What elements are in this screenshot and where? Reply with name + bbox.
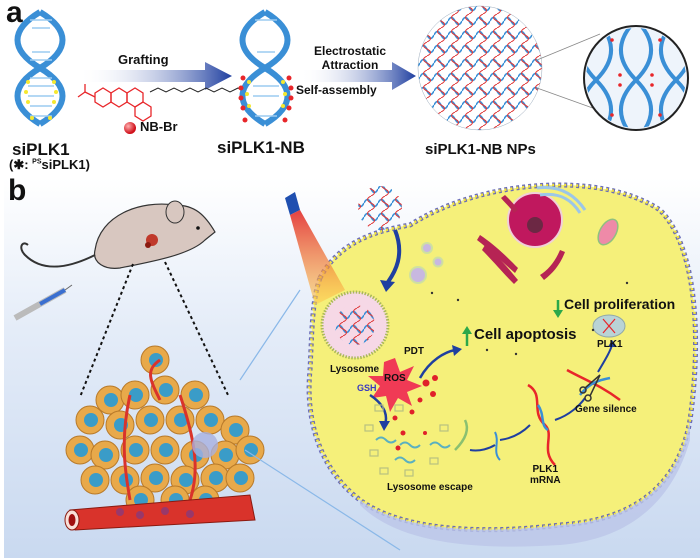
incoming-nanoparticle-icon — [358, 186, 402, 230]
sipkl1-label: siPLK1 — [12, 140, 70, 159]
lysosome-icon — [320, 290, 390, 360]
nb-br-structure-icon — [77, 84, 152, 122]
single-strand-sirna — [494, 431, 501, 461]
panel-b-letter: b — [8, 174, 27, 207]
plk1-mrna-label: PLK1 mRNA — [530, 464, 561, 486]
released-sirna — [454, 419, 469, 451]
electrostatic-line-1: Electrostatic — [313, 44, 387, 58]
tumor-vessel — [149, 358, 162, 401]
plk1-protein-icon — [592, 314, 626, 338]
lysosome-label: Lysosome — [330, 364, 380, 375]
sipkl1-note: (✱: PSsiPLK1) — [9, 157, 90, 173]
tumor-vessel — [178, 394, 197, 501]
nb-release-dots — [392, 375, 438, 451]
tumor-cell-nucleus — [74, 443, 88, 457]
linker-chain — [149, 87, 245, 93]
sipkl1-nb-label: siPLK1-NB — [217, 138, 305, 157]
tumor-cell-nucleus — [229, 423, 243, 437]
laser-light-icon — [285, 192, 345, 305]
ros-burst-icon — [368, 358, 422, 412]
nucleus-icon — [507, 192, 563, 248]
tumor-cell-nucleus — [84, 413, 98, 427]
cell-proliferation-label: Cell proliferation — [564, 296, 676, 312]
sipkl1-dna-icon — [14, 9, 66, 127]
nb-br-label: NB-Br — [140, 119, 178, 134]
nanoparticle-icon — [417, 5, 543, 131]
uptake-arrow — [386, 229, 402, 284]
grafting-arrow — [78, 62, 232, 90]
blood-vessel-icon — [64, 494, 256, 531]
gsh-label: GSH — [357, 383, 377, 393]
ros-label: ROS — [384, 373, 406, 384]
pdt-arrow — [418, 348, 456, 379]
up-arrow-icon — [462, 326, 472, 346]
tumor-cell-nucleus — [104, 393, 118, 407]
sipkl1-nb-dna-icon — [238, 9, 294, 127]
tumor-cell-nucleus — [174, 413, 188, 427]
cell-apoptosis-label: Cell apoptosis — [474, 326, 577, 343]
tumor-cell-nucleus — [179, 473, 193, 487]
zoom-dotted-line — [79, 263, 134, 398]
zoom-inset-icon — [583, 25, 689, 131]
self-assembly-label: Self-assembly — [296, 83, 377, 97]
tumor-cell-nucleus — [159, 383, 173, 397]
grafting-label: Grafting — [118, 52, 169, 67]
tumor-cell-nucleus — [244, 443, 258, 457]
nb-br-ball-icon — [124, 122, 136, 134]
scissors-icon — [579, 374, 601, 402]
lysosome-escape-label: Lysosome escape — [387, 482, 473, 493]
vesicles-icon — [409, 242, 444, 284]
gene-silence-label: Gene silence — [575, 404, 637, 415]
tumor-cell-nucleus — [99, 448, 113, 462]
plk1-mrna-line-2: mRNA — [530, 475, 561, 486]
tumor-cell-nucleus — [234, 471, 248, 485]
plk1-mrna-line-1: PLK1 — [532, 464, 559, 475]
tumor-cell-nucleus — [89, 473, 103, 487]
pdt-label: PDT — [404, 346, 424, 357]
golgi-icon — [536, 185, 587, 214]
down-arrow-icon — [553, 300, 563, 318]
mouse-icon — [20, 200, 216, 269]
tumor-cell-nucleus — [144, 413, 158, 427]
electrostatic-line-2: Attraction — [321, 58, 379, 72]
endoplasmic-reticulum-icon — [477, 195, 565, 284]
lysosome-fragments — [364, 404, 449, 477]
tumor-cell-nucleus — [204, 413, 218, 427]
tumor-cell-nucleus — [149, 471, 163, 485]
note-prefix: (✱: — [9, 157, 33, 172]
tumor-cell-nucleus — [129, 388, 143, 402]
nps-label: siPLK1-NB NPs — [425, 141, 536, 158]
tumor-cell-nucleus — [209, 471, 223, 485]
tumor-vessel — [122, 394, 132, 501]
note-suffix: siPLK1) — [41, 157, 90, 172]
electrostatic-label: Electrostatic Attraction — [300, 44, 400, 72]
plk1-protein-label: PLK1 — [597, 339, 623, 350]
tumor-cell-nucleus — [129, 443, 143, 457]
syringe-icon — [13, 284, 73, 321]
note-sup: PS — [32, 158, 42, 166]
mitochondrion-icon — [597, 218, 619, 246]
sirna-fragments — [375, 436, 451, 464]
panel-a-letter: a — [6, 0, 23, 29]
tumor-cell-nucleus — [189, 388, 203, 402]
tumor-cell-nucleus — [219, 448, 233, 462]
tumor-cell-nucleus — [149, 353, 163, 367]
tumor-icon — [65, 345, 265, 515]
assembly-arrow — [300, 62, 416, 90]
accumulated-nanoparticle — [192, 432, 218, 458]
zoom-dotted-line — [164, 261, 229, 396]
cytoplasm-dots — [430, 281, 629, 356]
tumor-cell-nucleus — [159, 443, 173, 457]
